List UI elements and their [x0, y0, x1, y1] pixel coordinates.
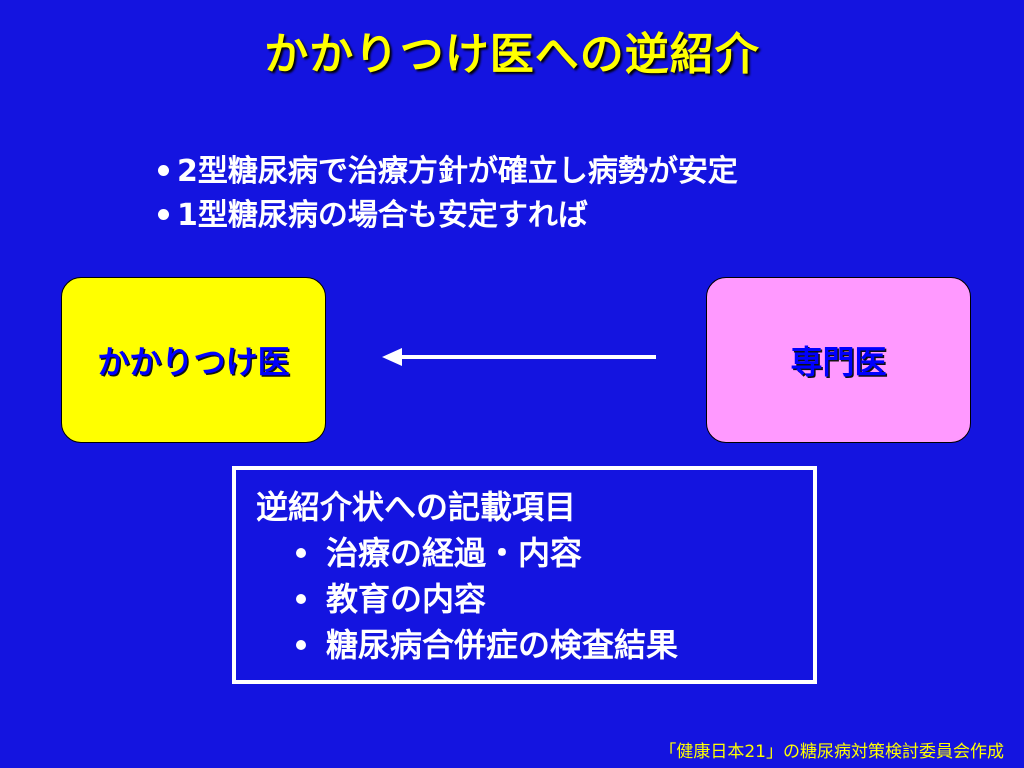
- referral-item-text: 糖尿病合併症の検査結果: [326, 626, 679, 664]
- bullet-dot-icon: [158, 165, 169, 176]
- condition-item: 2型糖尿病で治療方針が確立し病勢が安定: [158, 150, 738, 194]
- left-arrow-icon: [382, 348, 656, 366]
- slide-title: かかりつけ医への逆紹介: [264, 29, 760, 80]
- referral-item-text: 治療の経過・内容: [326, 534, 583, 572]
- referral-items-list: 治療の経過・内容 教育の内容 糖尿病合併症の検査結果: [296, 530, 678, 668]
- specialist-box: 専門医: [706, 277, 971, 443]
- gp-box: かかりつけ医: [61, 277, 326, 443]
- referral-item-text: 教育の内容: [326, 580, 487, 618]
- gp-label: かかりつけ医: [97, 343, 290, 381]
- source-note: 「健康日本21」の糖尿病対策検討委員会作成: [659, 742, 1004, 762]
- referral-item: 糖尿病合併症の検査結果: [296, 622, 678, 668]
- specialist-label: 専門医: [790, 343, 887, 381]
- bullet-dot-icon: [296, 594, 306, 604]
- bullet-dot-icon: [296, 548, 306, 558]
- condition-text: 1型糖尿病の場合も安定すれば: [177, 198, 588, 233]
- bullet-dot-icon: [158, 209, 169, 220]
- condition-item: 1型糖尿病の場合も安定すれば: [158, 194, 738, 238]
- bullet-dot-icon: [296, 640, 306, 650]
- referral-items-heading: 逆紹介状への記載項目: [256, 488, 577, 526]
- conditions-list: 2型糖尿病で治療方針が確立し病勢が安定 1型糖尿病の場合も安定すれば: [158, 150, 738, 238]
- referral-item: 治療の経過・内容: [296, 530, 678, 576]
- referral-items-box: 逆紹介状への記載項目 治療の経過・内容 教育の内容 糖尿病合併症の検査結果: [232, 466, 817, 684]
- referral-item: 教育の内容: [296, 576, 678, 622]
- condition-text: 2型糖尿病で治療方針が確立し病勢が安定: [177, 154, 738, 189]
